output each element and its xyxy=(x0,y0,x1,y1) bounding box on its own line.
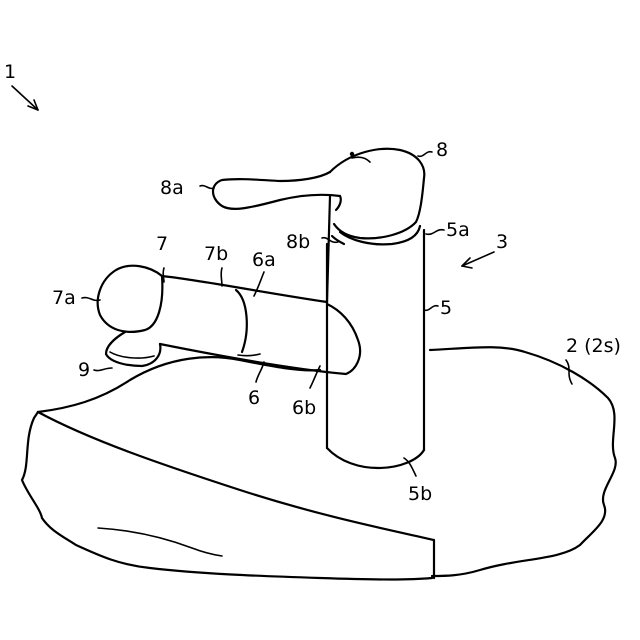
label-body-bottom: 5b xyxy=(408,483,432,505)
label-basin: 2 (2s) xyxy=(566,335,621,357)
label-faucet: 3 xyxy=(496,231,508,253)
spout xyxy=(98,266,360,374)
label-spout-lower: 6b xyxy=(292,397,316,419)
label-spout: 6 xyxy=(248,387,260,409)
label-head: 7 xyxy=(156,233,168,255)
label-handle: 8 xyxy=(436,139,448,161)
label-lever: 8a xyxy=(160,177,184,199)
handle-marker-icon xyxy=(350,152,354,156)
handle xyxy=(213,149,424,302)
label-body: 5 xyxy=(440,297,452,319)
label-head-rear: 7b xyxy=(204,243,228,265)
label-body-top: 5a xyxy=(446,219,470,241)
arrow-faucet-icon xyxy=(462,252,494,266)
label-head-front: 7a xyxy=(52,287,76,309)
arrow-device-icon xyxy=(12,86,38,110)
label-spout-upper: 6a xyxy=(252,249,276,271)
faucet-body xyxy=(327,226,424,468)
basin xyxy=(22,347,616,579)
label-handle-base: 8b xyxy=(286,231,310,253)
label-outlet: 9 xyxy=(78,359,90,381)
label-device: 1 xyxy=(4,61,16,83)
